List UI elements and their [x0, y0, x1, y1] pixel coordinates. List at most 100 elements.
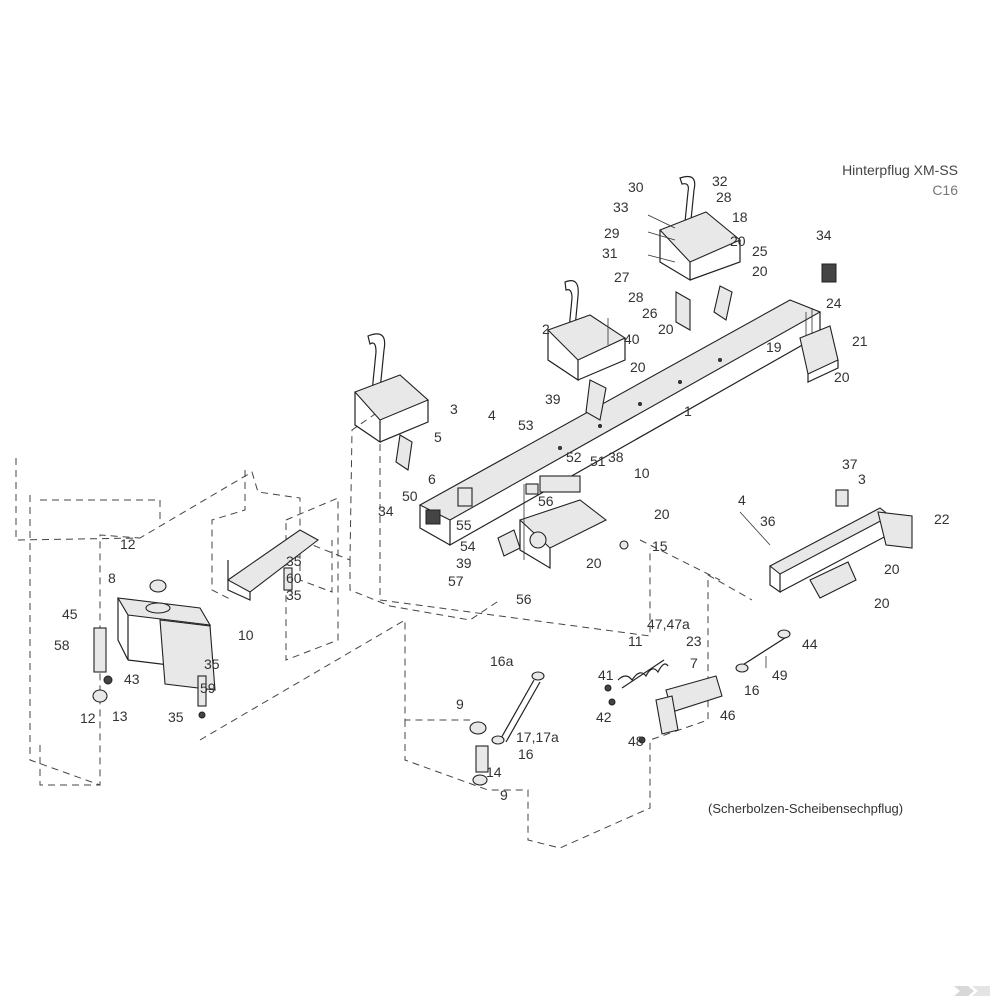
callout-14: 14: [486, 764, 502, 780]
callout-29: 29: [604, 225, 620, 241]
callout-6: 6: [428, 471, 436, 487]
callout-19: 19: [766, 339, 782, 355]
callout-60: 60: [286, 570, 302, 586]
callout-4: 4: [738, 492, 746, 508]
callout-49: 49: [772, 667, 788, 683]
callout-20: 20: [752, 263, 768, 279]
callout-37: 37: [842, 456, 858, 472]
callout-3: 3: [450, 401, 458, 417]
callout-27: 27: [614, 269, 630, 285]
callout-36: 36: [760, 513, 776, 529]
callout-20: 20: [654, 506, 670, 522]
callout-30: 30: [628, 179, 644, 195]
callout-35: 35: [286, 587, 302, 603]
callout-16: 16: [744, 682, 760, 698]
callout-51: 51: [590, 453, 606, 469]
callout-12: 12: [80, 710, 96, 726]
callout-7: 7: [690, 655, 698, 671]
callout-38: 38: [608, 449, 624, 465]
callout-32: 32: [712, 173, 728, 189]
callout-10: 10: [634, 465, 650, 481]
callout-11: 11: [628, 633, 643, 649]
callout-58: 58: [54, 637, 70, 653]
callout-39: 39: [456, 555, 472, 571]
callout-20: 20: [730, 233, 746, 249]
callout-47-47a: 47,47a: [647, 616, 690, 632]
callout-5: 5: [434, 429, 442, 445]
callout-35: 35: [286, 553, 302, 569]
callout-56: 56: [516, 591, 532, 607]
drawing-title: Hinterpflug XM-SS: [842, 162, 958, 178]
callout-46: 46: [720, 707, 736, 723]
left-standard-assembly: [354, 333, 430, 471]
callout-9: 9: [456, 696, 464, 712]
callout-31: 31: [602, 245, 618, 261]
callout-2: 2: [542, 321, 550, 337]
callout-45: 45: [62, 606, 78, 622]
callout-44: 44: [802, 636, 818, 652]
callout-54: 54: [460, 538, 476, 554]
callout-17-17a: 17,17a: [516, 729, 559, 745]
callout-59: 59: [200, 680, 216, 696]
right-clamp-assembly: [739, 489, 913, 599]
callout-28: 28: [628, 289, 644, 305]
callout-55: 55: [456, 517, 472, 533]
callout-35: 35: [168, 709, 184, 725]
callout-10: 10: [238, 627, 254, 643]
callout-12: 12: [120, 536, 136, 552]
callout-23: 23: [686, 633, 702, 649]
callout-20: 20: [586, 555, 602, 571]
callout-28: 28: [716, 189, 732, 205]
callout-34: 34: [816, 227, 832, 243]
drawing-code: C16: [932, 182, 958, 198]
callout-9: 9: [500, 787, 508, 803]
callout-8: 8: [108, 570, 116, 586]
pivot-bolt-assembly: [469, 540, 629, 786]
callout-20: 20: [630, 359, 646, 375]
callout-40: 40: [624, 331, 640, 347]
callout-22: 22: [934, 511, 950, 527]
rear-bracket: [799, 263, 839, 383]
callout-56: 56: [538, 493, 554, 509]
callout-34: 34: [378, 503, 394, 519]
callout-20: 20: [874, 595, 890, 611]
callout-3: 3: [858, 471, 866, 487]
callout-21: 21: [852, 333, 868, 349]
callout-33: 33: [613, 199, 629, 215]
middle-standard-assembly: [546, 280, 627, 421]
callout-50: 50: [402, 488, 418, 504]
hydraulic-cylinder-assembly: [604, 629, 791, 744]
callout-18: 18: [732, 209, 748, 225]
callout-48: 48: [628, 733, 644, 749]
callout-53: 53: [518, 417, 534, 433]
callout-42: 42: [596, 709, 612, 725]
callout-57: 57: [448, 573, 464, 589]
callout-26: 26: [642, 305, 658, 321]
brand-logo: [954, 986, 990, 996]
callout-25: 25: [752, 243, 768, 259]
callout-16: 16: [518, 746, 534, 762]
callout-13: 13: [112, 708, 128, 724]
callout-15: 15: [652, 538, 668, 554]
upper-standard-assembly: [647, 175, 742, 331]
main-frame-beam: [418, 299, 822, 547]
center-pivot-assembly: [425, 475, 608, 570]
callout-24: 24: [826, 295, 842, 311]
callout-1: 1: [684, 403, 692, 419]
callout-39: 39: [545, 391, 561, 407]
callout-35: 35: [204, 656, 220, 672]
callout-20: 20: [834, 369, 850, 385]
coulter-housing: [92, 579, 216, 703]
callout-43: 43: [124, 671, 140, 687]
callout-41: 41: [598, 667, 614, 683]
callout-16a: 16a: [490, 653, 514, 669]
callout-20: 20: [884, 561, 900, 577]
group-outlines: [15, 411, 753, 849]
spring-arm: [197, 529, 320, 719]
callout-52: 52: [566, 449, 582, 465]
drawing-subtitle: (Scherbolzen-Scheibensechpflug): [708, 801, 904, 816]
callout-20: 20: [658, 321, 674, 337]
